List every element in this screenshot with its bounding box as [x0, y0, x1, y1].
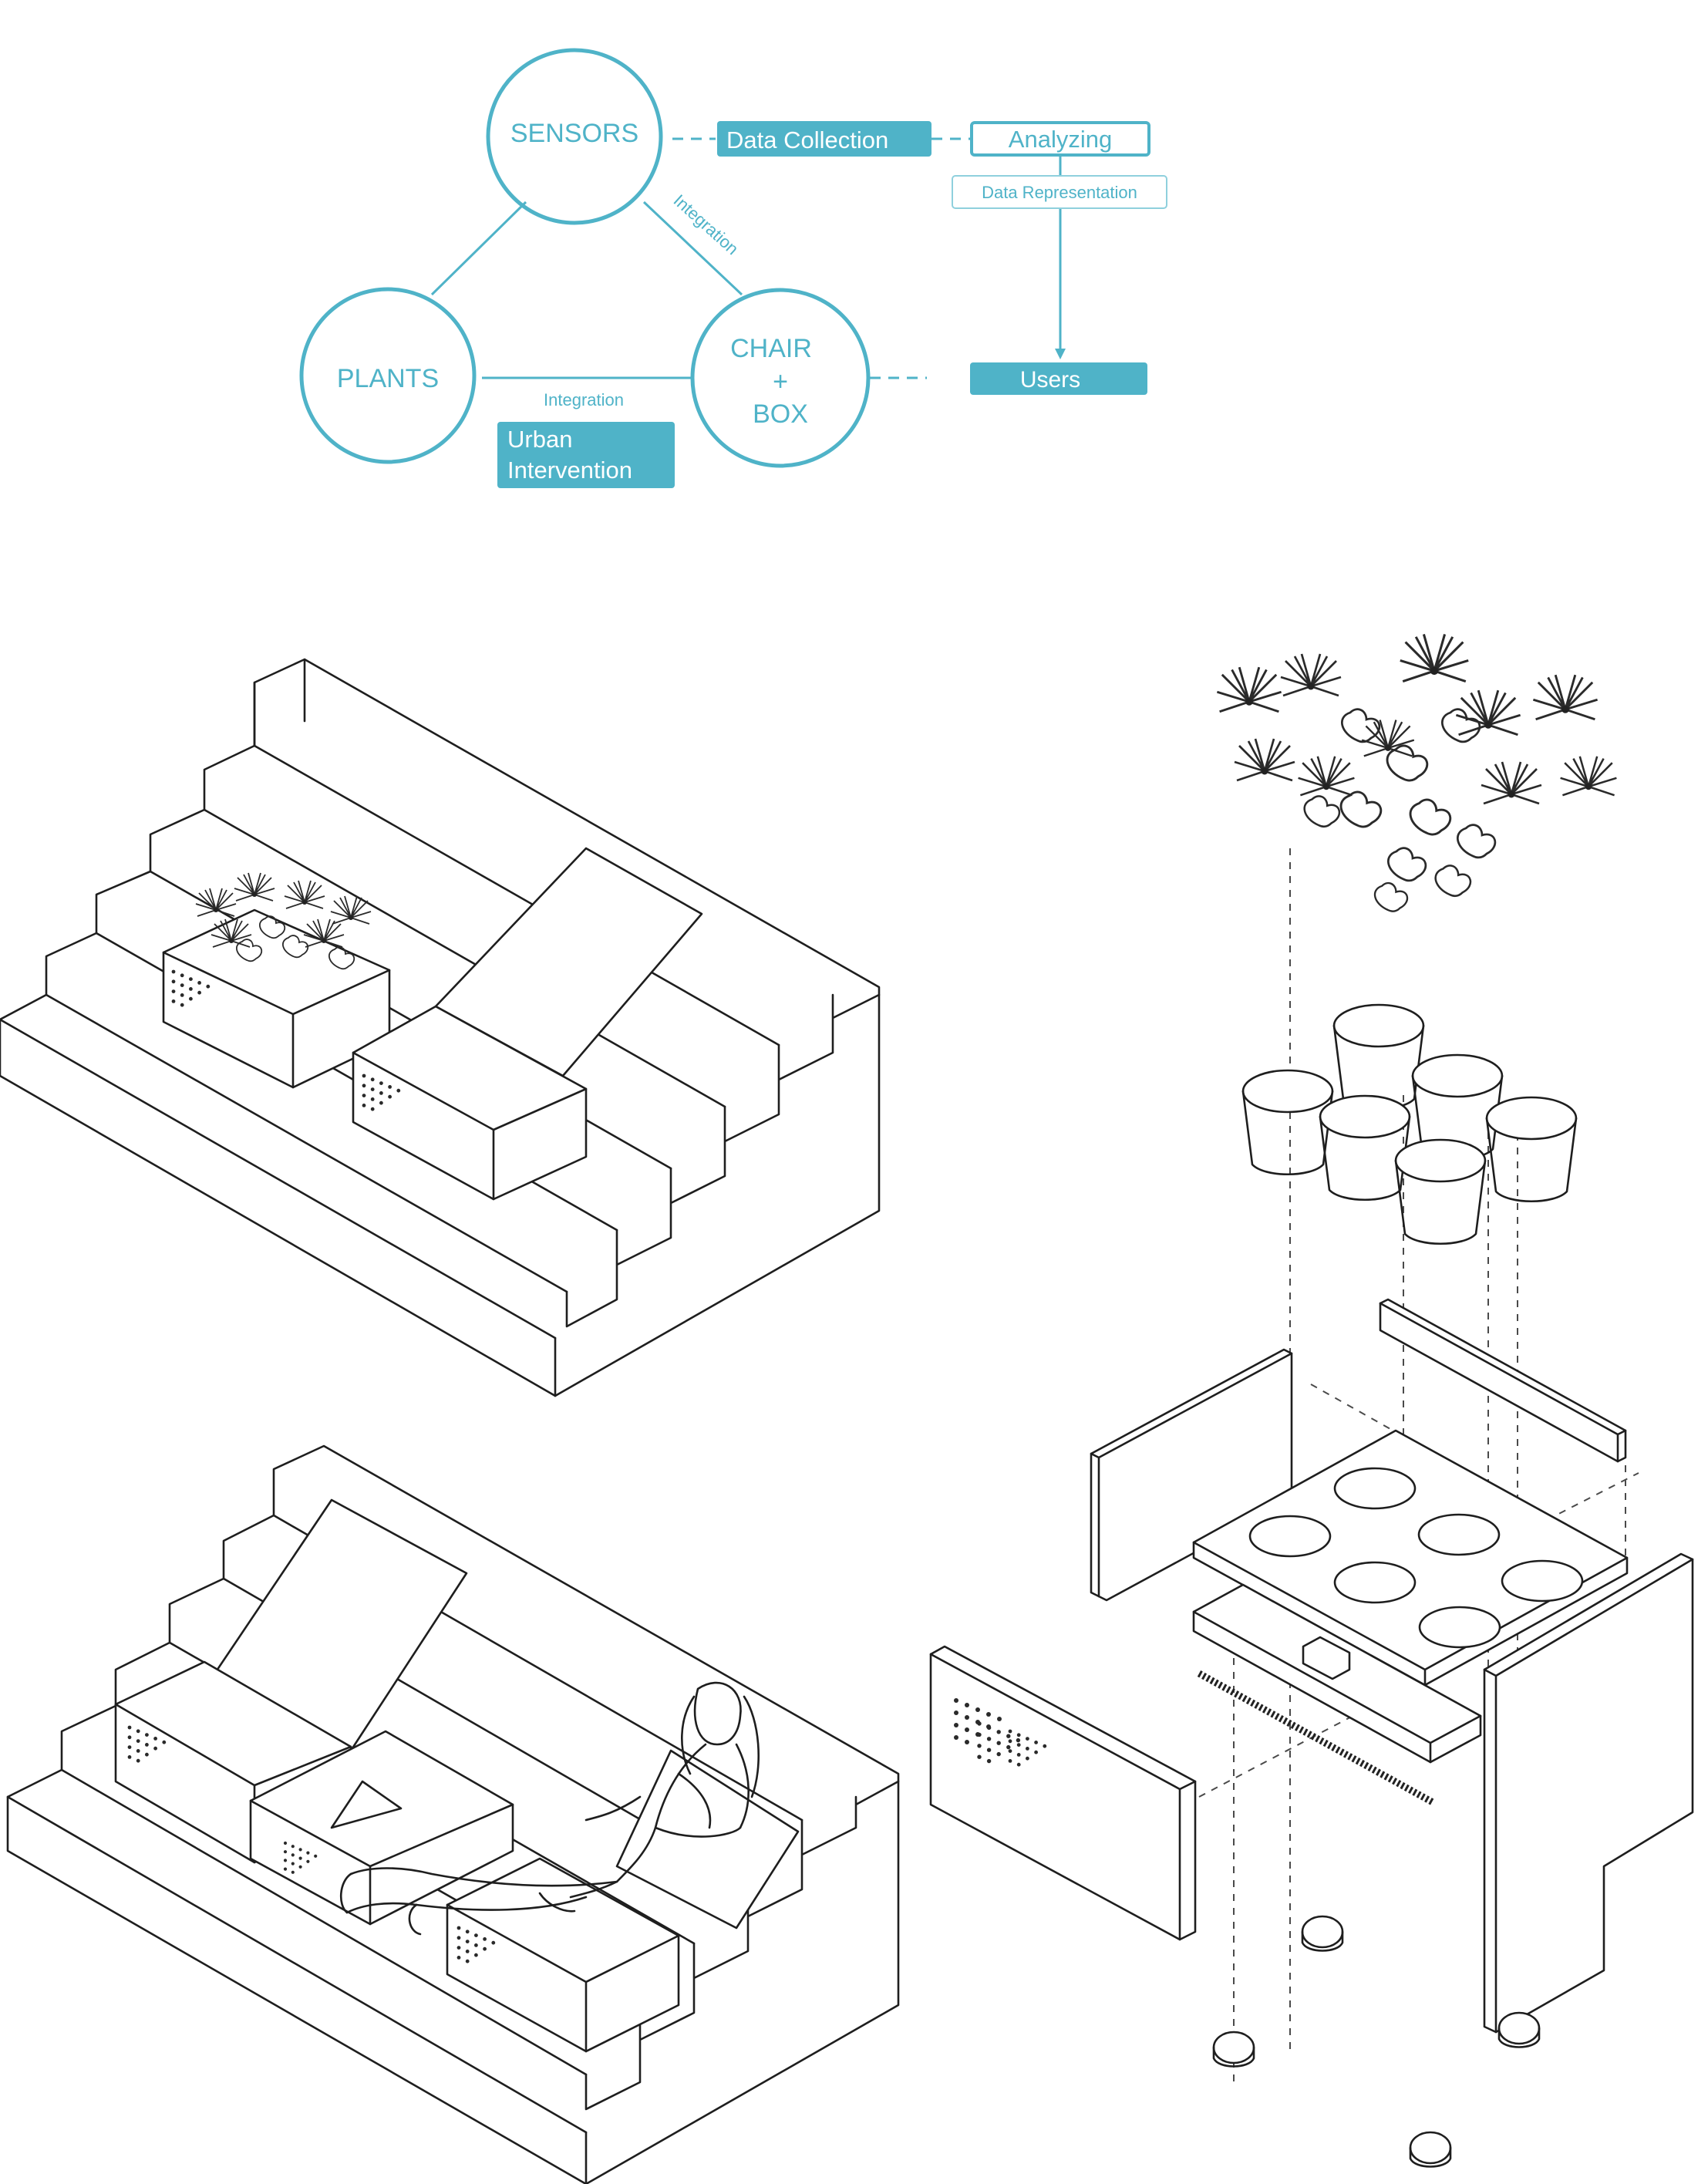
box-urban-intervention	[497, 422, 675, 488]
stairs-bottom-risers	[584, 1780, 900, 2184]
box-urban-label-1: Urban	[507, 426, 572, 453]
pot	[1319, 1094, 1411, 1201]
stairs-bottom-outline	[6, 1444, 900, 2184]
stairs-top-outline	[0, 658, 881, 1397]
node-chair-box	[690, 288, 871, 468]
foot	[1212, 2031, 1255, 2068]
box-analyzing	[970, 121, 1150, 157]
stairs-person-illustration	[6, 1444, 900, 2184]
chair-box	[352, 1005, 588, 1201]
node-box-label: BOX	[753, 399, 808, 429]
node-sensors-label: SENSORS	[510, 119, 638, 148]
edge-label-plants-chair: Integration	[544, 390, 624, 410]
right-side-panel	[1483, 1552, 1694, 2034]
foot	[1497, 2011, 1541, 2048]
edge-sensors-chair	[642, 201, 743, 296]
pot	[1241, 1069, 1334, 1175]
box-users	[970, 362, 1147, 395]
pot	[1394, 1138, 1487, 1245]
plant-cluster	[1215, 632, 1618, 912]
feet	[1212, 1915, 1541, 2168]
person-reclining	[340, 1681, 760, 1936]
front-panel	[929, 1645, 1197, 1941]
stairs-top-risers	[554, 993, 881, 1397]
box-data-representation	[952, 175, 1167, 209]
pot	[1332, 1003, 1425, 1110]
box-data-representation-label: Data Representation	[982, 183, 1137, 202]
stairs-top-left-edge	[253, 658, 306, 747]
tray-holes	[1248, 1467, 1584, 1649]
foot	[1301, 1915, 1344, 1952]
led-strip	[1197, 1670, 1435, 1805]
exploded-assembly	[929, 632, 1694, 2168]
stairs-planter-illustration	[0, 658, 881, 1397]
edge-sensors-plants	[430, 201, 527, 296]
recliner-box	[446, 1857, 680, 2053]
node-plants	[299, 287, 477, 464]
box-data-collection	[717, 121, 931, 157]
edge-label-sensors-chair: Integration	[670, 190, 743, 258]
node-chair-label: CHAIR	[730, 334, 812, 363]
recliner-backrest	[615, 1749, 800, 1930]
node-sensors	[486, 48, 663, 225]
lid-triangle-handle	[330, 1780, 403, 1829]
sensor-module	[1302, 1636, 1351, 1680]
back-rail	[1379, 1298, 1627, 1463]
arrow-head	[1055, 349, 1066, 359]
pot	[1485, 1096, 1578, 1202]
pot-tray	[1192, 1429, 1629, 1687]
pots	[1241, 1003, 1578, 1245]
node-chair-plus: +	[773, 367, 788, 396]
box-analyzing-label: Analyzing	[1009, 126, 1112, 153]
box-data-collection-label: Data Collection	[726, 126, 888, 153]
node-plants-label: PLANTS	[337, 364, 439, 393]
foot	[1409, 2131, 1452, 2168]
concept-diagram: SENSORS PLANTS CHAIR + BOX Integration I…	[299, 48, 1167, 488]
box-users-label: Users	[1020, 367, 1080, 393]
box-urban-label-2: Intervention	[507, 457, 632, 484]
